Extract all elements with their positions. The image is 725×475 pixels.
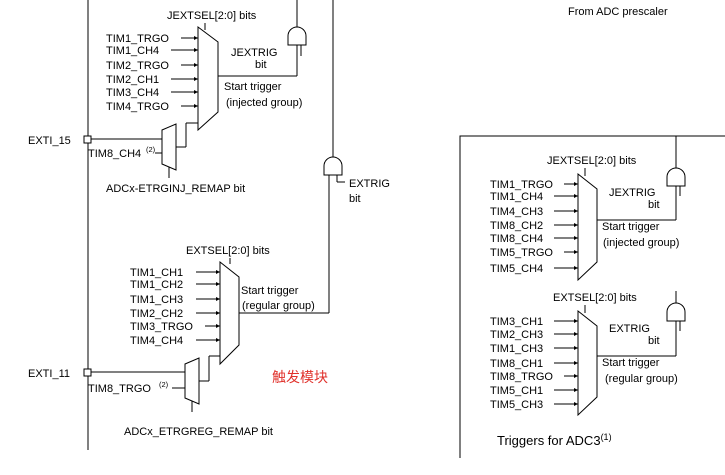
left-extrig-section: EXTRIG bit (323, 0, 390, 313)
adc3-section: JEXTSEL[2:0] bits TIM1_TRGO TIM1_CH4 TIM… (459, 135, 725, 458)
left-exti15-label: EXTI_15 (28, 135, 71, 147)
left-reg-remap-mux (184, 357, 200, 405)
extrig-label: EXTRIG (349, 178, 390, 190)
adc3-caption-text: Triggers for ADC3 (497, 433, 601, 448)
left-reg-arrowheads (216, 270, 220, 342)
adc3-injected-mux (577, 172, 598, 282)
extrig-sub: bit (349, 193, 361, 205)
adc3-extsel-label: EXTSEL[2:0] bits (553, 292, 637, 304)
left-reg-input-6: TIM4_CH4 (130, 335, 183, 347)
adc3-jextrig-sub: bit (648, 199, 660, 211)
left-reg-input-5: TIM3_TRGO (130, 321, 193, 333)
left-tim8ch4-note: (2) (146, 145, 156, 154)
left-extsel-label: EXTSEL[2:0] bits (186, 245, 270, 257)
left-inj-input-6: TIM4_TRGO (106, 101, 169, 113)
left-injected-section: JEXTSEL[2:0] bits TIM1_TRGO TIM1_CH4 TIM… (28, 0, 307, 450)
adc3-reg-input-7: TIM5_CH3 (490, 399, 543, 411)
left-jextsel-label: JEXTSEL[2:0] bits (167, 10, 257, 22)
adc3-reg-input-2: TIM2_CH3 (490, 329, 543, 341)
left-inj-input-3: TIM2_TRGO (106, 60, 169, 72)
extrig-gate (323, 156, 343, 176)
left-exti15-pin (83, 135, 92, 144)
adc3-inj-input-1: TIM1_TRGO (490, 179, 553, 191)
adc3-reg-input-6: TIM5_CH1 (490, 385, 543, 397)
adc3-caption-note: (1) (601, 432, 612, 442)
left-inj-input-5: TIM3_CH4 (106, 87, 159, 99)
adc3-inj-input-3: TIM4_CH3 (490, 206, 543, 218)
adc3-inj-input-4: TIM8_CH2 (490, 220, 543, 232)
left-reg-group-label: (regular group) (242, 300, 315, 312)
left-inj-input-1: TIM1_TRGO (106, 33, 169, 45)
adc3-reg-arrowheads (574, 319, 578, 406)
adc3-regular-mux (577, 309, 598, 417)
left-regular-mux (219, 260, 240, 366)
left-jextrig-sub: bit (255, 59, 267, 71)
adc3-inj-arrowheads (574, 182, 578, 270)
adc3-inj-group-label: (injected group) (603, 237, 679, 249)
adc3-reg-start-label: Start trigger (602, 357, 660, 369)
left-exti11-label: EXTI_11 (28, 368, 70, 380)
adc3-jextrig-label: JEXTRIG (609, 187, 655, 199)
adc3-reg-group-label: (regular group) (605, 373, 678, 385)
left-inj-arrowheads (194, 36, 198, 108)
left-reg-remap-label: ADCx_ETRGREG_REMAP bit (124, 426, 273, 438)
left-inj-remap-label: ADCx-ETRGINJ_REMAP bit (106, 183, 245, 195)
left-inj-group-label: (injected group) (226, 97, 302, 109)
left-exti11-pin (83, 368, 92, 377)
adc3-extrig-label: EXTRIG (609, 323, 650, 335)
left-reg-input-2: TIM1_CH2 (130, 279, 183, 291)
left-injected-mux (197, 26, 219, 132)
adc3-caption: Triggers for ADC3(1) (497, 432, 612, 448)
left-regular-section: EXTSEL[2:0] bits TIM1_CH1 TIM1_CH2 TIM1_… (28, 245, 329, 438)
left-tim8trgo-note: (2) (159, 380, 169, 389)
trigger-module-annotation: 触发模块 (272, 370, 328, 386)
adc3-reg-input-3: TIM1_CH3 (490, 343, 543, 355)
adc3-jextrig-gate (666, 167, 686, 187)
left-inj-remap-mux (161, 123, 177, 171)
adc3-inj-input-7: TIM5_CH4 (490, 263, 543, 275)
adc3-extrig-sub: bit (648, 335, 660, 347)
adc3-inj-start-label: Start trigger (602, 221, 660, 233)
left-reg-input-3: TIM1_CH3 (130, 294, 183, 306)
left-inj-start-label: Start trigger (224, 81, 282, 93)
adc3-reg-input-5: TIM8_TRGO (490, 371, 553, 383)
left-reg-input-4: TIM2_CH2 (130, 308, 183, 320)
left-jextrig-label: JEXTRIG (231, 47, 277, 59)
left-inj-input-2: TIM1_CH4 (106, 45, 159, 57)
left-tim8trgo-label: TIM8_TRGO (88, 383, 151, 395)
left-inj-input-4: TIM2_CH1 (106, 74, 159, 86)
adc3-border (459, 135, 725, 458)
left-jextrig-gate (287, 26, 307, 46)
left-reg-input-1: TIM1_CH1 (130, 267, 183, 279)
adc3-inj-input-2: TIM1_CH4 (490, 191, 543, 203)
adc3-extrig-gate (666, 302, 686, 322)
prescaler-label: From ADC prescaler (568, 6, 668, 18)
adc3-reg-input-1: TIM3_CH1 (490, 316, 543, 328)
left-reg-start-label: Start trigger (241, 285, 299, 297)
adc3-reg-input-4: TIM8_CH1 (490, 358, 543, 370)
adc3-jextsel-label: JEXTSEL[2:0] bits (547, 155, 637, 167)
adc3-inj-input-6: TIM5_TRGO (490, 247, 553, 259)
left-tim8ch4-label: TIM8_CH4 (88, 148, 141, 160)
adc3-inj-input-5: TIM8_CH4 (490, 233, 543, 245)
